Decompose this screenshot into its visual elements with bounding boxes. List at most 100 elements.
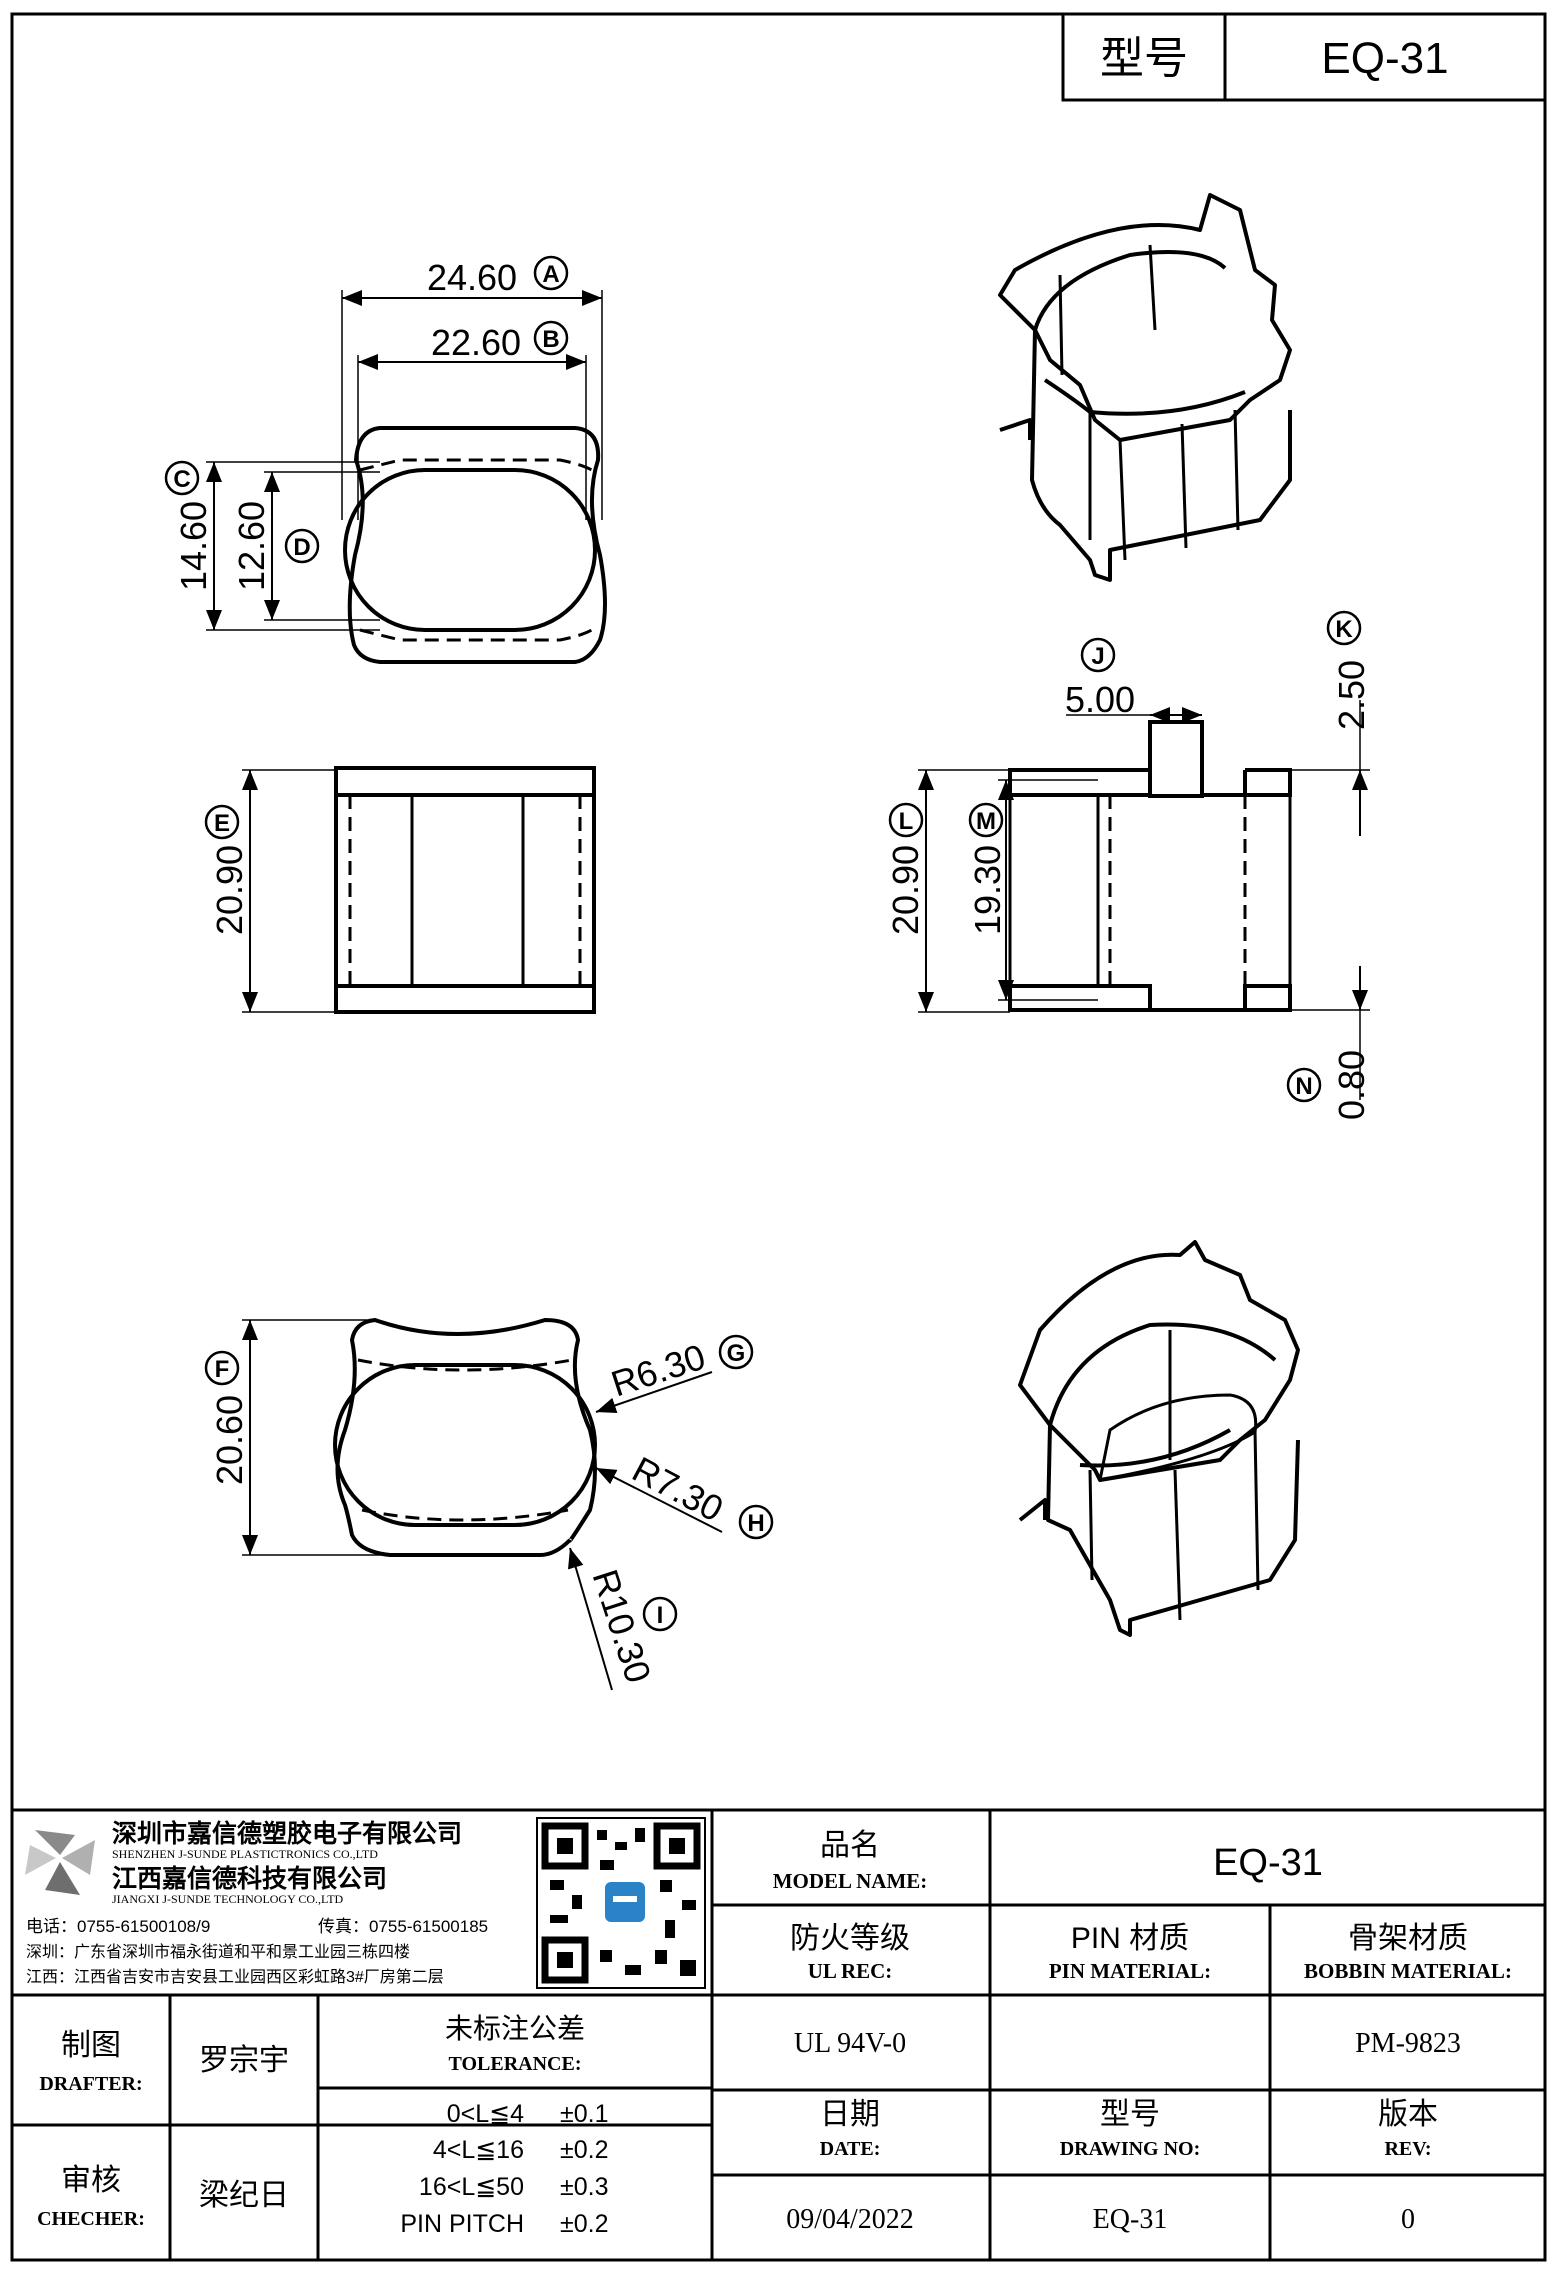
company-fax: 传真：0755-61500185 (318, 1917, 488, 1936)
isometric-view-top (998, 193, 1292, 582)
dim-e: 20.90 E (204, 769, 336, 1013)
company-address-jiangxi: 江西：江西省吉安市吉安县工业园西区彩虹路3#厂房第二层 (26, 1968, 444, 1986)
bobbin-material-cn: 骨架材质 (1348, 1922, 1468, 1955)
dim-a: 24.60 A (341, 255, 603, 520)
drawing-no-value: EQ-31 (1093, 2204, 1168, 2235)
tolerance-range: 4<L≦16 (433, 2136, 524, 2164)
dim-a-value: 24.60 (427, 257, 517, 298)
drafter-en: DRAFTER: (39, 2073, 142, 2095)
dim-m-value: 19.30 (967, 845, 1008, 935)
tolerance-value: ±0.2 (560, 2210, 608, 2238)
marker-d-circle (284, 528, 320, 564)
dim-k: 2.50 K (1290, 610, 1372, 836)
marker-b-circle (533, 320, 569, 356)
tolerance-range: 16<L≦50 (419, 2173, 524, 2201)
dim-l-value: 20.90 (885, 845, 926, 935)
company-name-cn: 深圳市嘉信德塑胶电子有限公司 (112, 1819, 462, 1848)
dim-e-value: 20.90 (209, 845, 250, 935)
ul-rec-cn: 防火等级 (790, 1922, 910, 1955)
marker-c-circle (164, 460, 200, 496)
marker-i: I (657, 1602, 664, 1629)
checker-en: CHECHER: (37, 2208, 145, 2230)
marker-c: C (173, 466, 190, 493)
dim-j-value: 5.00 (1065, 679, 1135, 720)
dim-c: 14.60 C (164, 460, 380, 631)
dim-f-value: 20.60 (209, 1395, 250, 1485)
company-logo (25, 1830, 95, 1895)
title-block (12, 1808, 1545, 2260)
dim-j: 5.00 J (1065, 637, 1202, 723)
isometric-view-bottom (1018, 1240, 1300, 1637)
marker-f: F (215, 1356, 230, 1383)
dim-b: 22.60 B (357, 320, 587, 520)
company2-name-en: JIANGXI J-SUNDE TECHNOLOGY CO.,LTD (112, 1892, 344, 1906)
marker-i-circle (642, 1596, 678, 1632)
bobbin-material-value: PM-9823 (1355, 2028, 1461, 2059)
dim-k-value: 2.50 (1331, 660, 1372, 730)
model-name-cn: 品名 (820, 1829, 880, 1862)
marker-d: D (293, 534, 310, 561)
pin-material-cn: PIN 材质 (1071, 1922, 1189, 1955)
dim-d-value: 12.60 (231, 501, 272, 591)
drafter-cn: 制图 (61, 2029, 121, 2062)
company-name-en: SHENZHEN J-SUNDE PLASTICTRONICS CO.,LTD (112, 1847, 378, 1861)
dim-d: 12.60 D (231, 471, 380, 621)
tolerance-range: PIN PITCH (400, 2210, 524, 2238)
dim-n: 0.80 N (1286, 966, 1372, 1120)
marker-h: H (747, 1510, 764, 1537)
sheet-border (10, 12, 1547, 2262)
drawing-no-en: DRAWING NO: (1060, 2138, 1201, 2160)
marker-g: G (727, 1340, 746, 1367)
pin-material-en: PIN MATERIAL: (1049, 1959, 1211, 1983)
dim-m: 19.30 M (967, 779, 1098, 1001)
company2-name-cn: 江西嘉信德科技有限公司 (112, 1864, 387, 1893)
rev-cn: 版本 (1378, 2098, 1438, 2131)
date-en: DATE: (820, 2138, 881, 2160)
marker-j-circle (1080, 637, 1116, 673)
marker-k: K (1335, 616, 1353, 643)
marker-e-circle (204, 804, 240, 840)
bobbin-material-en: BOBBIN MATERIAL: (1304, 1959, 1512, 1983)
marker-h-circle (738, 1504, 774, 1540)
dim-i: R10.30 I (568, 1547, 678, 1691)
tolerance-range: 0<L≦4 (447, 2100, 524, 2128)
marker-m: M (976, 808, 996, 835)
marker-a: A (542, 261, 559, 288)
header-model-value: EQ-31 (1321, 34, 1448, 83)
marker-a-circle (533, 255, 569, 291)
tolerance-cn: 未标注公差 (445, 2013, 585, 2044)
marker-m-circle (968, 802, 1004, 838)
drafter-value: 罗宗宇 (199, 2044, 289, 2077)
tolerance-value: ±0.1 (560, 2100, 608, 2128)
top-view (343, 426, 607, 664)
dim-n-value: 0.80 (1331, 1050, 1372, 1120)
checker-cn: 审核 (61, 2164, 121, 2197)
dim-h-value: R7.30 (626, 1448, 730, 1529)
rev-value: 0 (1401, 2204, 1415, 2235)
dim-b-value: 22.60 (431, 322, 521, 363)
dim-c-value: 14.60 (173, 501, 214, 591)
front-view (334, 766, 596, 1014)
dim-f: 20.60 F (204, 1319, 390, 1556)
marker-g-circle (718, 1334, 754, 1370)
tolerance-value: ±0.2 (560, 2136, 608, 2164)
marker-j: J (1091, 643, 1104, 670)
model-name-en: MODEL NAME: (773, 1869, 928, 1893)
model-name-value: EQ-31 (1213, 1842, 1323, 1884)
marker-n-circle (1286, 1067, 1322, 1103)
dim-g: R6.30 G (595, 1334, 754, 1414)
marker-l-circle (888, 802, 924, 838)
ul-rec-en: UL REC: (808, 1959, 893, 1983)
marker-n: N (1295, 1073, 1312, 1100)
marker-b: B (542, 326, 559, 353)
header-model-box: 型号 EQ-31 (1061, 12, 1547, 102)
dim-l: 20.90 L (885, 769, 1010, 1013)
tolerance-en: TOLERANCE: (449, 2053, 582, 2075)
ul-rec-value: UL 94V-0 (794, 2028, 906, 2059)
company-info: 深圳市嘉信德塑胶电子有限公司 SHENZHEN J-SUNDE PLASTICT… (26, 1819, 488, 1986)
dim-h: R7.30 H (595, 1448, 774, 1540)
marker-l: L (899, 808, 914, 835)
header-model-label: 型号 (1100, 34, 1188, 83)
checker-value: 梁纪日 (199, 2179, 289, 2212)
